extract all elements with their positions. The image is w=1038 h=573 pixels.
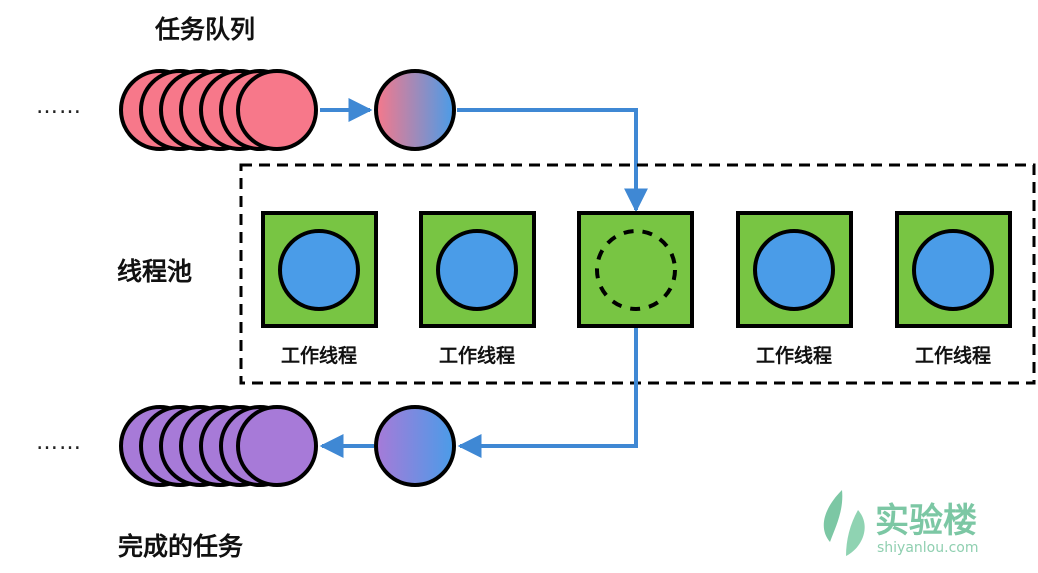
- queue-ellipsis: ……: [36, 94, 82, 119]
- watermark-url: shiyanlou.com: [877, 540, 978, 556]
- running-task: [753, 229, 835, 311]
- pending-task-stack: [119, 69, 318, 151]
- completed-ellipsis: ……: [36, 430, 82, 455]
- task-queue-label: 任务队列: [154, 15, 255, 44]
- dispatching-task: [374, 69, 456, 151]
- thread-pool-label: 线程池: [117, 257, 192, 286]
- worker-thread: 工作线程: [736, 211, 853, 367]
- worker-thread: 工作线程: [419, 211, 536, 367]
- worker-thread: 工作线程: [895, 211, 1012, 367]
- running-task: [278, 229, 360, 311]
- empty-task-slot: [595, 229, 677, 311]
- leaf-logo-icon: [823, 490, 865, 556]
- idle-worker-thread: [577, 211, 694, 328]
- worker-label: 工作线程: [915, 344, 991, 367]
- worker-label: 工作线程: [756, 344, 832, 367]
- finished-task: [374, 405, 456, 487]
- running-task: [436, 229, 518, 311]
- pending-task: [236, 69, 318, 151]
- dispatch-arrow: [457, 108, 648, 213]
- watermark-name: 实验楼: [875, 501, 977, 541]
- worker-label: 工作线程: [281, 344, 357, 367]
- running-task: [912, 229, 994, 311]
- completed-task-stack: [119, 405, 318, 487]
- worker-label: 工作线程: [439, 344, 515, 367]
- completed-tasks-label: 完成的任务: [118, 532, 243, 561]
- completed-task: [236, 405, 318, 487]
- worker-thread: 工作线程: [261, 211, 378, 367]
- return-arrow: [457, 328, 638, 458]
- shiyanlou-watermark: 实验楼 shiyanlou.com: [823, 490, 978, 556]
